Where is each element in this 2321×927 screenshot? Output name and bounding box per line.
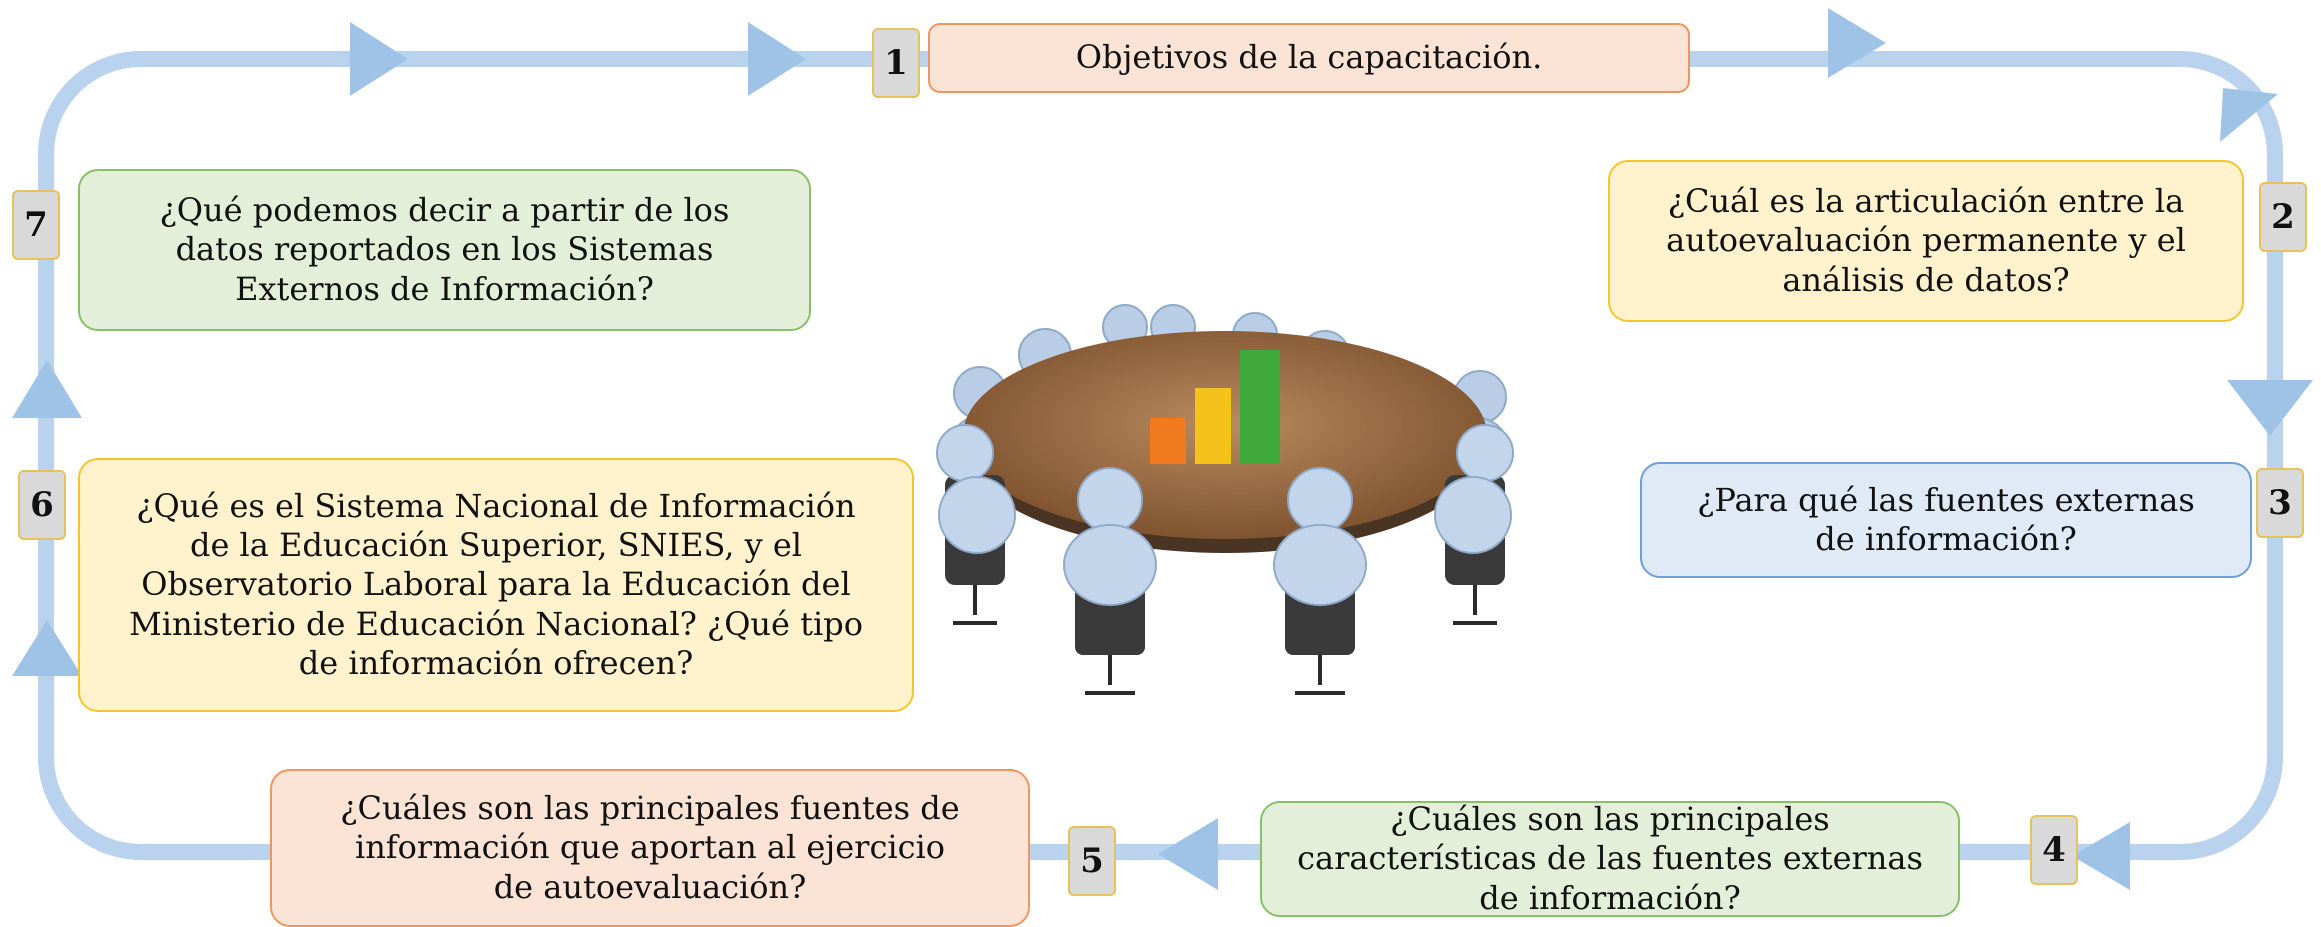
- step-1-number: 1: [872, 28, 920, 98]
- step-3-number: 3: [2256, 468, 2304, 538]
- arrow-right-icon: [1828, 8, 1886, 78]
- step-1-box: Objetivos de la capacitación.: [928, 23, 1690, 93]
- step-6-box: ¿Qué es el Sistema Nacional de Informaci…: [78, 458, 914, 712]
- step-6-number: 6: [18, 470, 66, 540]
- step-7-number: 7: [12, 190, 60, 260]
- step-4-number: 4: [2030, 815, 2078, 885]
- step-7-box: ¿Qué podemos decir a partir de los datos…: [78, 169, 811, 331]
- arrow-left-icon: [1158, 818, 1218, 890]
- arrow-up-icon: [12, 620, 82, 676]
- step-2-number: 2: [2259, 182, 2307, 252]
- meeting-table-bar-chart-icon: [936, 304, 1514, 695]
- step-5-box: ¿Cuáles son las principales fuentes de i…: [270, 769, 1030, 927]
- arrow-down-right-icon: [2220, 88, 2278, 142]
- step-4-box: ¿Cuáles son las principales característi…: [1260, 800, 1960, 917]
- arrow-right-icon: [748, 22, 806, 96]
- arrow-left-icon: [2072, 822, 2130, 890]
- arrow-right-icon: [350, 22, 408, 96]
- arrow-down-icon: [2227, 380, 2313, 436]
- step-5-number: 5: [1068, 826, 1116, 896]
- arrow-up-icon: [12, 360, 82, 418]
- step-3-box: ¿Para qué las fuentes externas de inform…: [1640, 462, 2252, 578]
- step-2-box: ¿Cuál es la articulación entre la autoev…: [1608, 160, 2244, 322]
